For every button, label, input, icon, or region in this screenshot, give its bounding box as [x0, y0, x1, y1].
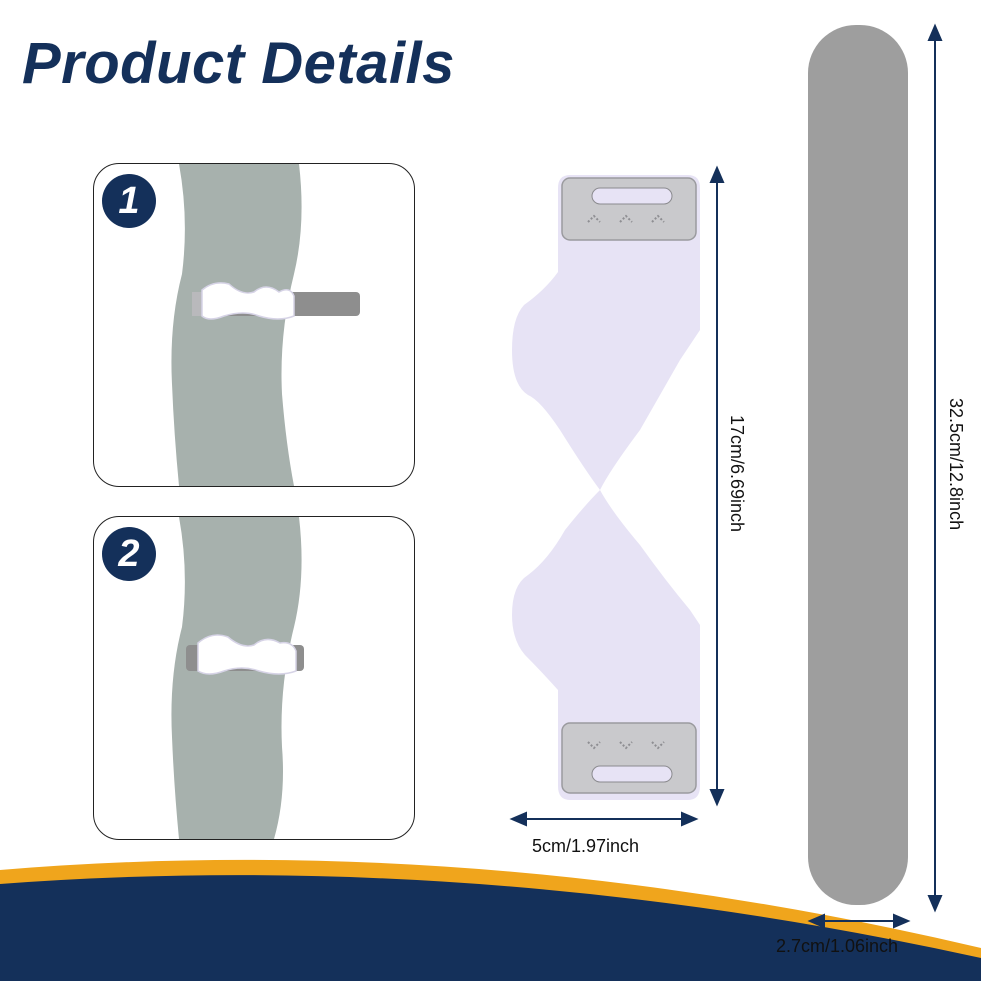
leg-with-strap-image-1 — [171, 164, 360, 486]
band-length-arrow — [927, 23, 943, 913]
leg-with-strap-image-2 — [171, 517, 304, 839]
strap-image — [512, 175, 700, 800]
band-width-arrow — [807, 913, 911, 929]
strap-width-arrow — [509, 811, 699, 827]
step-1-panel: 1 — [93, 163, 415, 487]
strap-length-arrow — [709, 165, 725, 807]
page-title: Product Details — [22, 31, 455, 96]
step-2-badge: 2 — [102, 527, 156, 581]
band-length-label: 32.5cm/12.8inch — [946, 398, 966, 531]
step-2-panel: 2 — [93, 516, 415, 840]
bottom-swoosh-navy — [0, 869, 981, 981]
step-1-badge: 1 — [102, 174, 156, 228]
strap-length-label: 17cm/6.69inch — [727, 415, 747, 533]
bottom-swoosh-gold — [0, 859, 981, 958]
strap-width-label: 5cm/1.97inch — [532, 836, 640, 856]
band-width-label: 2.7cm/1.06inch — [776, 936, 899, 956]
band-image — [808, 25, 908, 905]
